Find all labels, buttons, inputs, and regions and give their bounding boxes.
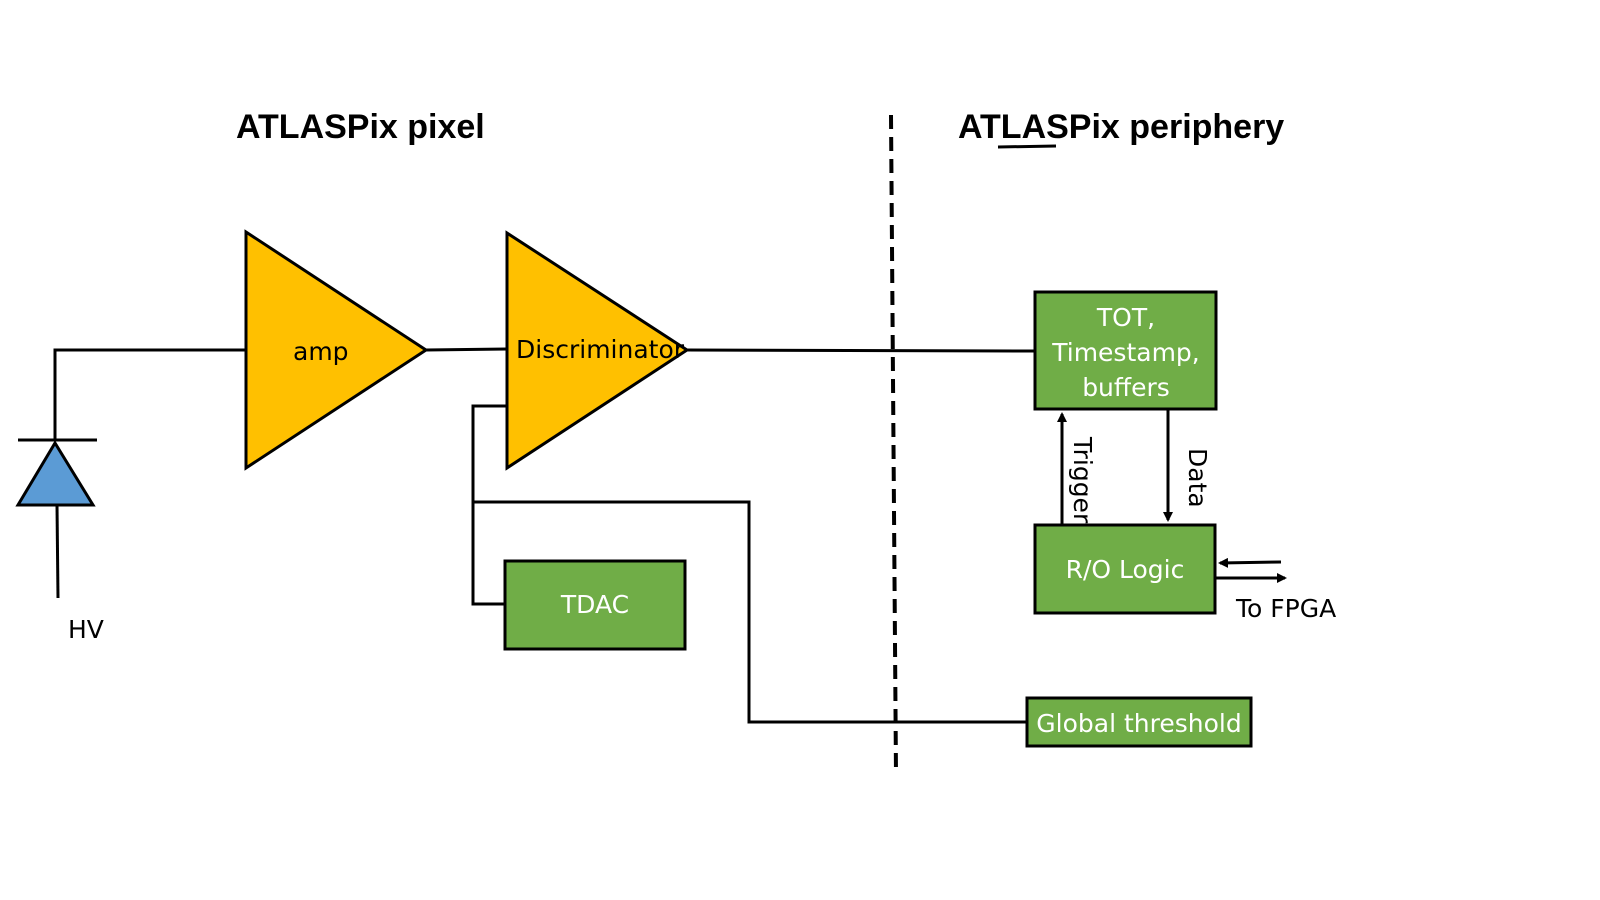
ro-logic-label: R/O Logic bbox=[1066, 555, 1185, 584]
tot-timestamp-buffers-block bbox=[1033, 290, 1218, 411]
tot-label-line3: buffers bbox=[1082, 373, 1170, 402]
diode-to-amp-wire bbox=[53, 348, 246, 440]
amp-triangle bbox=[244, 229, 429, 471]
trigger-label: Trigger bbox=[1068, 436, 1097, 524]
global-threshold-label: Global threshold bbox=[1036, 709, 1241, 738]
tdac-label: TDAC bbox=[560, 590, 629, 619]
fpga-input-arrow bbox=[1218, 557, 1282, 568]
to-fpga-label: To FPGA bbox=[1235, 594, 1336, 623]
tdac-wire bbox=[471, 404, 507, 606]
pixel-title: ATLASPix pixel bbox=[236, 108, 485, 146]
tot-label-line1: TOT, bbox=[1096, 303, 1155, 332]
discriminator-triangle bbox=[505, 230, 690, 471]
tot-label-line2: Timestamp, bbox=[1051, 338, 1200, 367]
discriminator-to-tot-wire bbox=[686, 348, 1036, 353]
ro-logic-block bbox=[1033, 523, 1217, 615]
discriminator-label: Discriminator bbox=[516, 335, 685, 364]
pixel-periphery-divider bbox=[889, 114, 898, 776]
hv-label: HV bbox=[68, 615, 104, 644]
diode-symbol bbox=[15, 440, 96, 507]
data-label: Data bbox=[1183, 448, 1212, 508]
diode-icon bbox=[15, 348, 246, 599]
amp-to-discriminator-wire bbox=[425, 347, 508, 352]
tdac-block bbox=[503, 559, 687, 651]
periphery-title: ATLASPix periphery bbox=[958, 108, 1284, 146]
global-threshold-wire bbox=[473, 500, 1027, 724]
title-underline-mark bbox=[997, 144, 1057, 149]
hv-wire bbox=[55, 504, 60, 599]
global-threshold-block bbox=[1025, 696, 1253, 748]
amp-label: amp bbox=[293, 337, 349, 366]
